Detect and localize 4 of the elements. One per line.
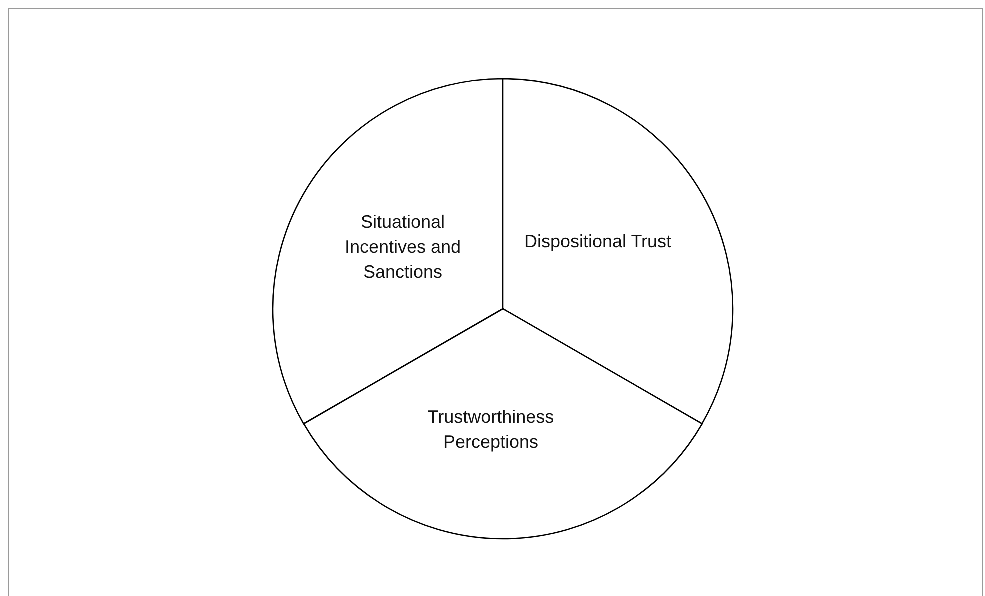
pie-sector — [304, 309, 702, 539]
sector-label: Dispositional Trust — [523, 230, 673, 254]
sector-label: Trustworthiness Perceptions — [426, 406, 556, 454]
sector-label: Situational Incentives and Sanctions — [344, 211, 462, 285]
